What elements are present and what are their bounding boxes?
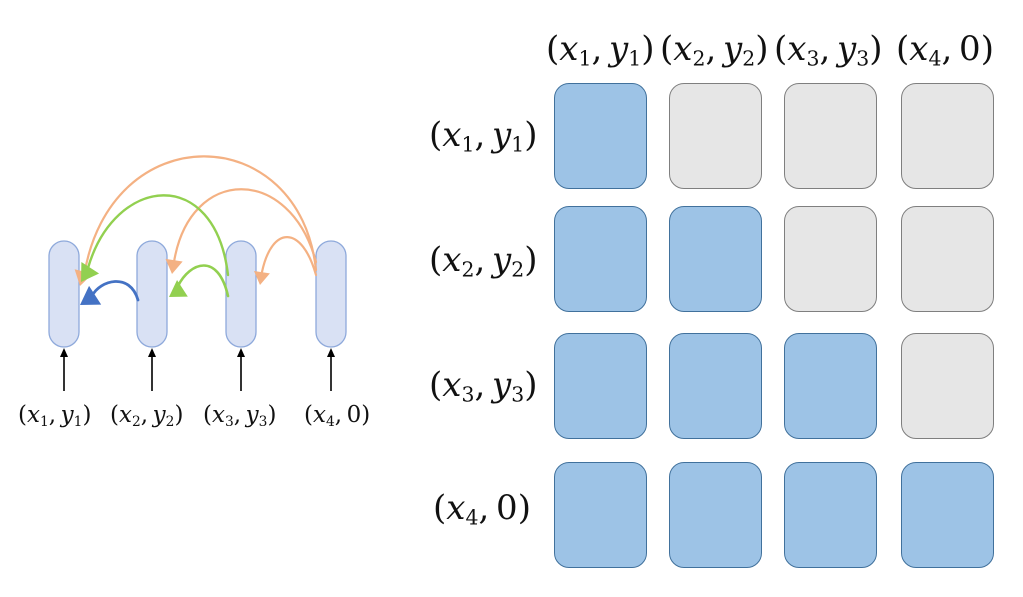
attn-arrowhead-3-to-2 [169, 279, 188, 297]
attn-arc-3-to-2 [176, 264, 230, 298]
mask-cell-r4-c3 [784, 462, 877, 568]
mask-cell-r4-c1 [554, 462, 647, 568]
attn-arc-4-to-3 [260, 236, 318, 277]
mask-cell-r3-c3 [784, 333, 877, 439]
attn-arc-4-to-2 [172, 188, 318, 264]
mask-cell-r1-c2 [669, 83, 762, 189]
input-label-4: (x4, 0) [304, 402, 371, 430]
attn-arc-3-to-1 [86, 194, 230, 277]
attn-arrowhead-4-to-3 [253, 270, 270, 285]
row-header-4: (x4, 0) [433, 488, 531, 530]
attn-arc-2-to-1 [90, 280, 140, 302]
input-arrowhead-3 [237, 348, 245, 357]
mask-cell-r2-c2 [669, 206, 762, 312]
token-node-2 [136, 240, 168, 348]
token-node-1 [48, 240, 80, 348]
input-arrowhead-2 [148, 348, 156, 357]
mask-cell-r1-c4 [901, 83, 994, 189]
attn-arrowhead-2-to-1 [80, 285, 102, 305]
attn-arrowhead-3-to-1 [81, 262, 100, 282]
mask-cell-r4-c2 [669, 462, 762, 568]
token-node-4 [315, 240, 347, 348]
mask-cell-r2-c3 [784, 206, 877, 312]
mask-cell-r3-c2 [669, 333, 762, 439]
mask-cell-r2-c1 [554, 206, 647, 312]
mask-cell-r1-c1 [554, 83, 647, 189]
row-header-2: (x2, y2) [429, 240, 538, 282]
input-label-3: (x3, y3) [203, 402, 277, 430]
col-header-4: (x4, 0) [896, 29, 994, 71]
attn-arrowhead-4-to-2 [165, 258, 183, 274]
row-header-3: (x3, y3) [429, 365, 538, 407]
mask-cell-r1-c3 [784, 83, 877, 189]
attn-arc-4-to-1 [82, 155, 318, 278]
row-header-1: (x1, y1) [429, 115, 538, 157]
col-header-2: (x2, y2) [660, 29, 769, 71]
col-header-1: (x1, y1) [546, 29, 655, 71]
mask-cell-r3-c1 [554, 333, 647, 439]
col-header-3: (x3, y3) [774, 29, 883, 71]
input-arrowhead-1 [60, 348, 68, 357]
input-arrowhead-4 [327, 348, 335, 357]
input-label-2: (x2, y2) [110, 402, 184, 430]
mask-cell-r4-c4 [901, 462, 994, 568]
mask-cell-r2-c4 [901, 206, 994, 312]
token-node-3 [225, 240, 257, 348]
mask-cell-r3-c4 [901, 333, 994, 439]
input-label-1: (x1, y1) [18, 402, 92, 430]
